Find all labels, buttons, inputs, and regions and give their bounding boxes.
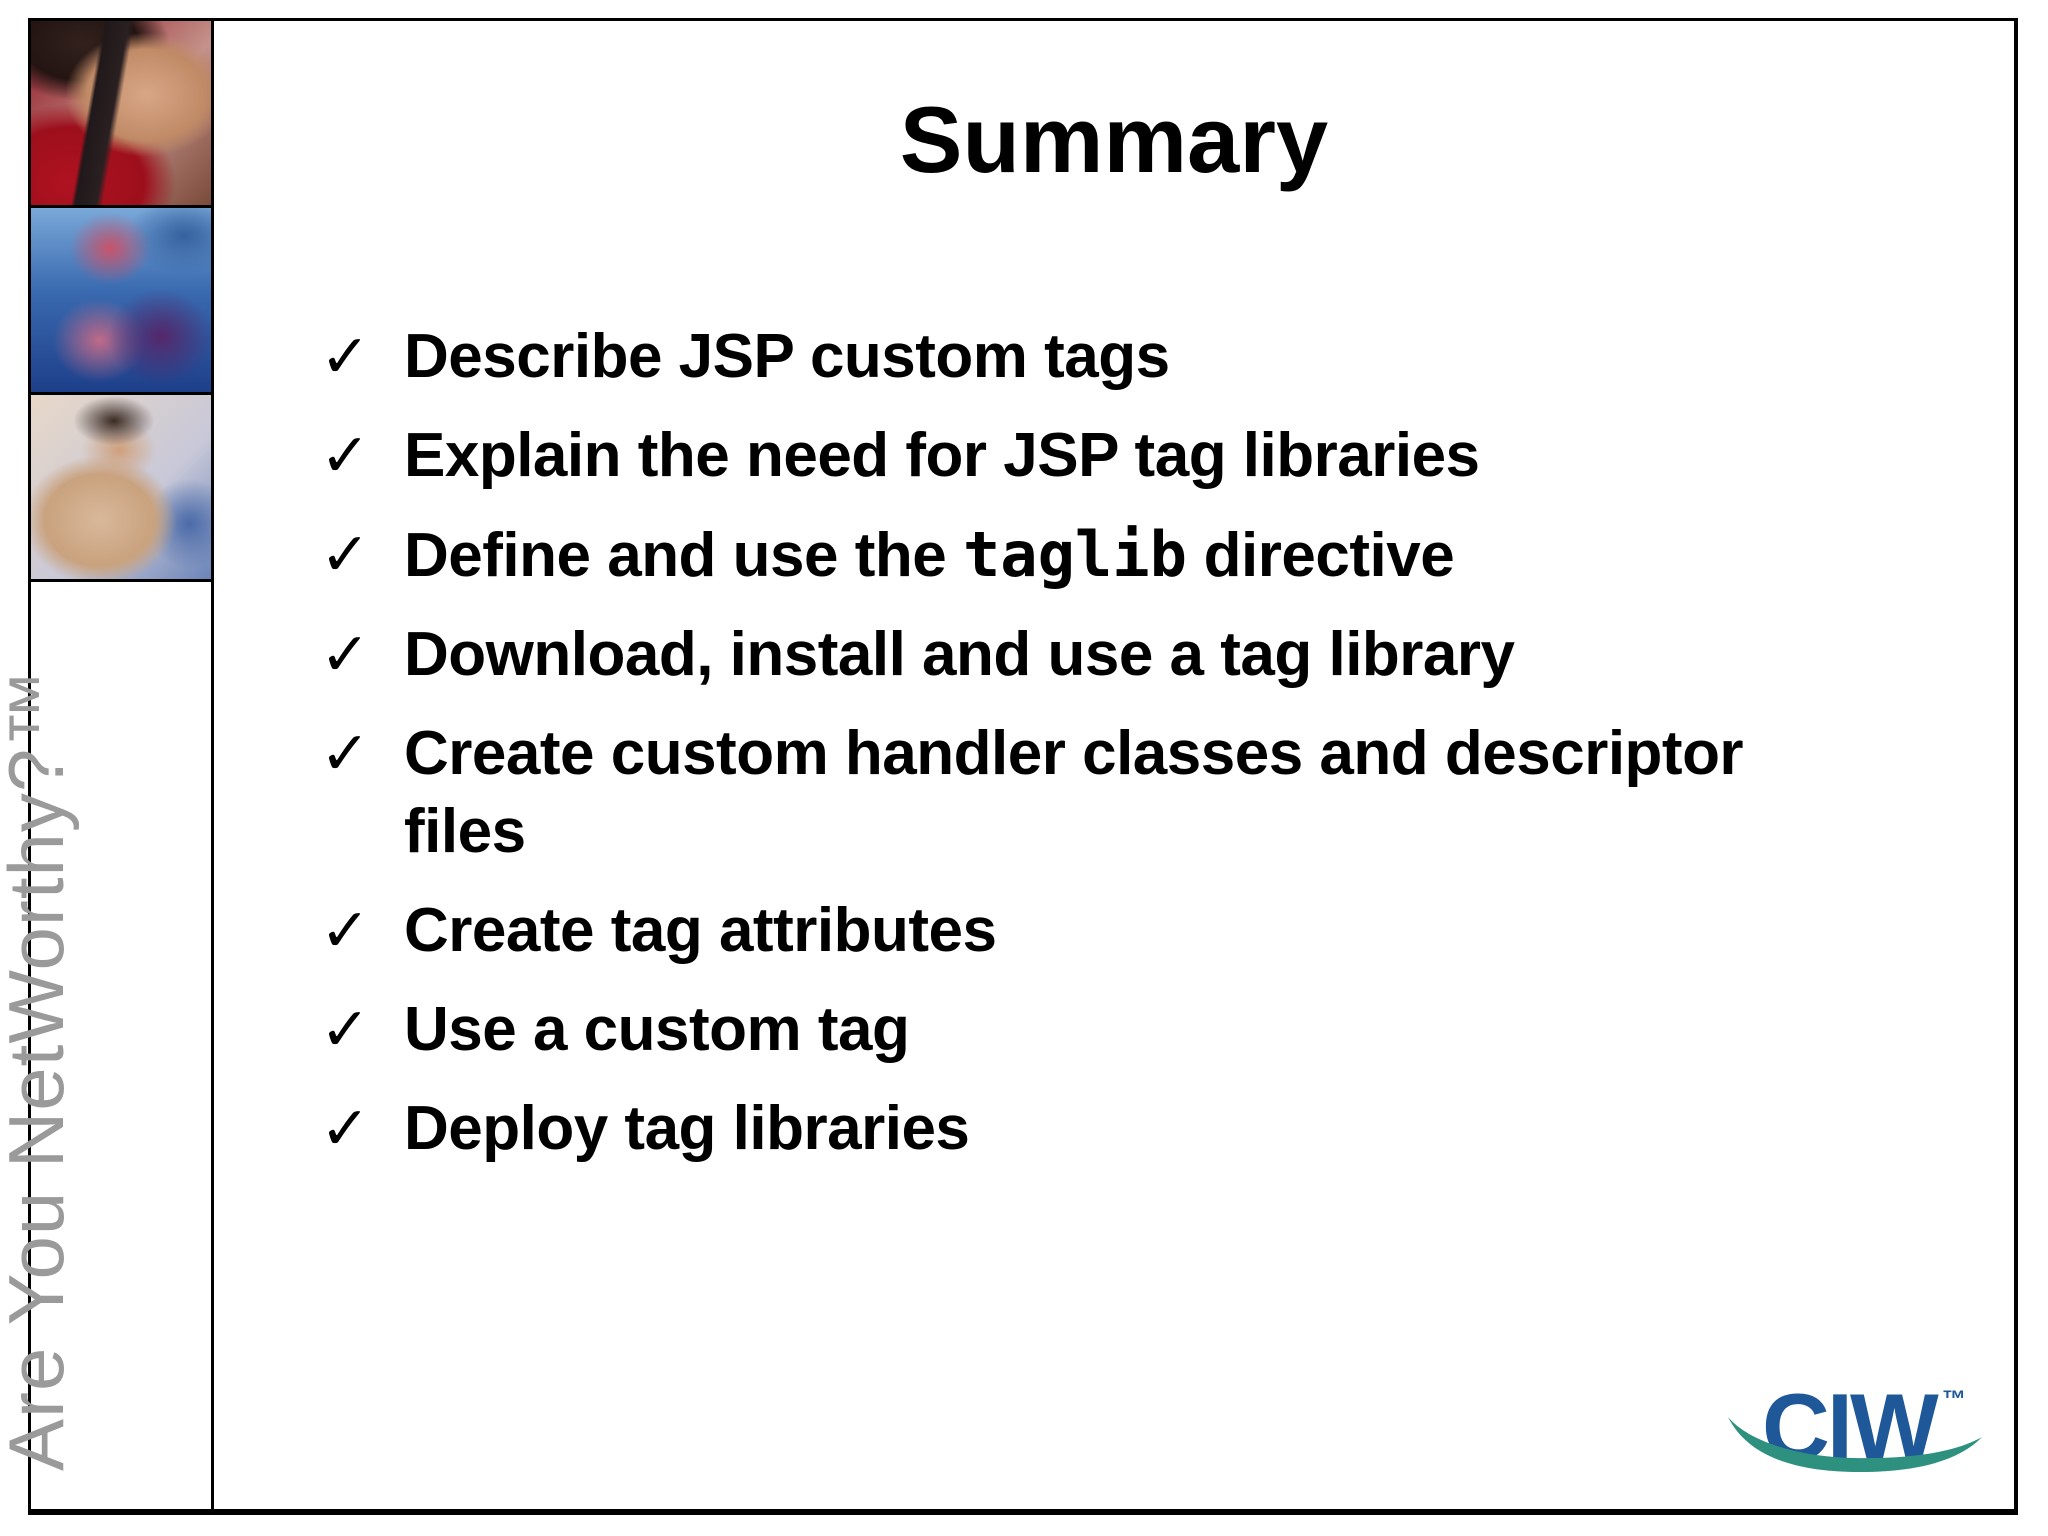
bullet-text: Download, install and use a tag library	[404, 619, 1515, 689]
bullet-list: ✓ Describe JSP custom tags ✓ Explain the ne…	[214, 318, 2014, 1168]
bullet-text: Explain the need for JSP tag libraries	[404, 420, 1480, 490]
list-item: ✓ Define and use the taglib directive	[320, 516, 1964, 595]
checkmark-icon: ✓	[320, 895, 371, 966]
list-item: ✓ Create tag attributes	[320, 892, 1964, 970]
list-item: ✓ Describe JSP custom tags	[320, 318, 1964, 396]
slide-content: Summary ✓ Describe JSP custom tags ✓ Explai…	[214, 21, 2014, 1509]
bullet-text: Use a custom tag	[404, 994, 910, 1064]
bullet-text: Create tag attributes	[404, 895, 997, 965]
bullet-text: Define and use the taglib directive	[404, 517, 1455, 591]
checkmark-icon: ✓	[320, 519, 371, 590]
sidebar-photo-3	[31, 395, 211, 582]
bullet-text: Deploy tag libraries	[404, 1093, 970, 1163]
sidebar-tagline: Are You NetWorthy?™	[0, 668, 80, 1471]
list-item: ✓ Create custom handler classes and descr…	[320, 715, 1964, 871]
checkmark-icon: ✓	[320, 718, 371, 789]
slide-frame: Are You NetWorthy?™ Summary ✓ Describe JS…	[0, 18, 2018, 1515]
list-item: ✓ Explain the need for JSP tag libraries	[320, 417, 1964, 495]
checkmark-icon: ✓	[320, 619, 371, 690]
sidebar: Are You NetWorthy?™	[0, 21, 214, 1509]
page-title: Summary	[899, 87, 1329, 192]
bullet-text: Describe JSP custom tags	[404, 321, 1170, 391]
ciw-logo-trademark: ™	[1942, 1386, 1966, 1413]
list-item: ✓ Download, install and use a tag library	[320, 616, 1964, 694]
checkmark-icon: ✓	[320, 420, 371, 491]
checkmark-icon: ✓	[320, 994, 371, 1065]
list-item: ✓ Deploy tag libraries	[320, 1090, 1964, 1168]
bullet-text: Create custom handler classes and descri…	[404, 718, 1744, 866]
list-item: ✓ Use a custom tag	[320, 991, 1964, 1069]
checkmark-icon: ✓	[320, 1093, 371, 1164]
checkmark-icon: ✓	[320, 321, 371, 392]
sidebar-tagline-area: Are You NetWorthy?™	[0, 582, 211, 1509]
ciw-logo: CIW ™	[1728, 1377, 1982, 1479]
ciw-logo-swoosh	[1728, 1417, 1982, 1473]
sidebar-photo-1	[31, 21, 211, 208]
sidebar-photo-2	[31, 208, 211, 395]
